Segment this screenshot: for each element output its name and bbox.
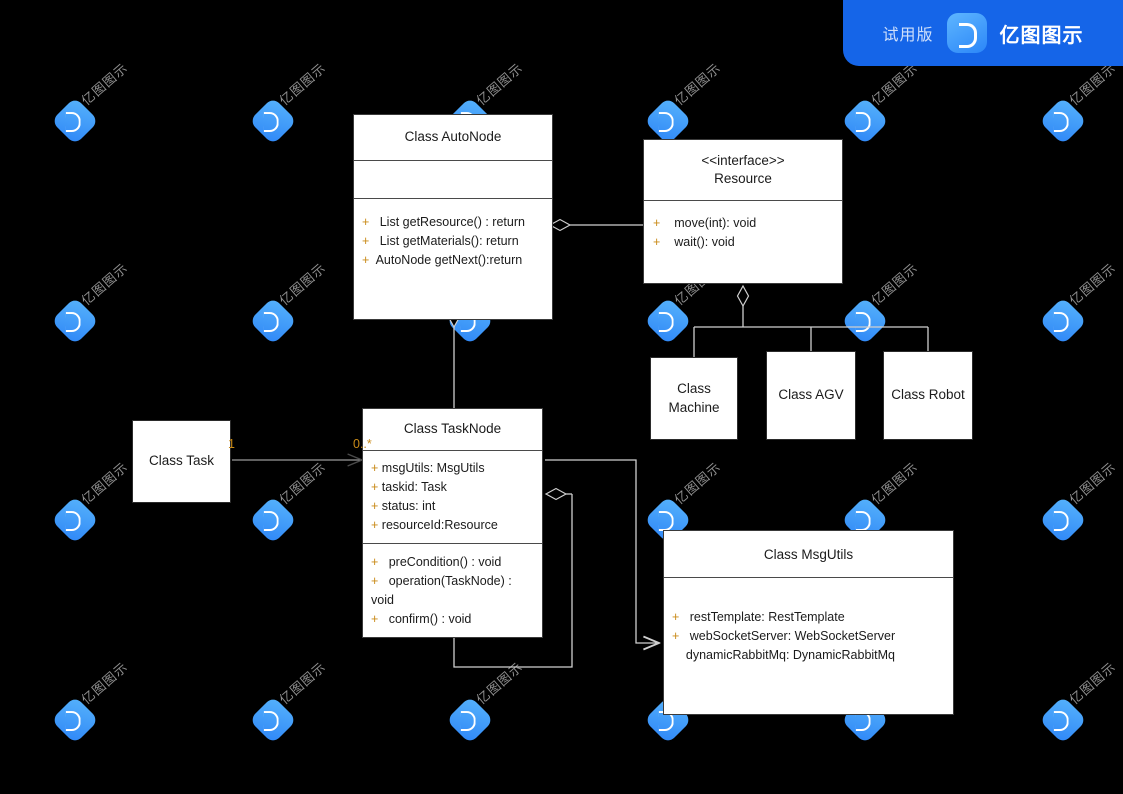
class-box-autonode[interactable]: Class AutoNode + List getResource() : re… bbox=[353, 114, 553, 320]
method-row: + confirm() : void bbox=[371, 612, 472, 627]
compartment-divider bbox=[644, 200, 842, 202]
class-box-msgutils[interactable]: Class MsgUtils + restTemplate: RestTempl… bbox=[663, 530, 954, 715]
class-label-task: Class Task bbox=[148, 453, 215, 469]
method-row: + operation(TaskNode) : bbox=[371, 574, 512, 589]
compartment-divider bbox=[354, 198, 552, 200]
class-title-msgutils: Class MsgUtils bbox=[763, 547, 854, 562]
class-title-autonode: Class AutoNode bbox=[404, 129, 502, 144]
method-row: + move(int): void bbox=[653, 216, 757, 231]
method-row: + AutoNode getNext():return bbox=[362, 253, 523, 268]
class-box-robot[interactable]: Class Robot bbox=[883, 351, 973, 440]
class-stereotype-resource: <<interface>> bbox=[701, 153, 785, 168]
compartment-divider bbox=[354, 160, 552, 162]
class-title-tasknode: Class TaskNode bbox=[403, 421, 502, 436]
methods-autonode: + List getResource() : return + List get… bbox=[354, 199, 552, 270]
class-box-tasknode[interactable]: Class TaskNode + msgUtils: MsgUtils + ta… bbox=[362, 408, 543, 638]
method-row: + wait(): void bbox=[653, 235, 735, 250]
class-label-robot: Class Robot bbox=[891, 387, 965, 403]
class-title-resource: Resource bbox=[714, 171, 772, 187]
method-row: + List getMaterials(): return bbox=[362, 234, 519, 249]
attribute-row: + msgUtils: MsgUtils bbox=[371, 461, 485, 476]
trial-label: 试用版 bbox=[882, 25, 934, 44]
class-label-machine: Class Machine bbox=[668, 380, 720, 415]
multiplicity-tasknode-target: 0..* bbox=[353, 437, 372, 451]
attribute-row-continuation: dynamicRabbitMq: DynamicRabbitMq bbox=[685, 648, 896, 663]
class-label-agv: Class AGV bbox=[778, 387, 844, 403]
compartment-divider bbox=[363, 450, 542, 452]
attribute-row: + webSocketServer: WebSocketServer bbox=[672, 629, 896, 644]
attribute-row: + taskid: Task bbox=[371, 480, 447, 495]
attribute-row: + resourceId:Resource bbox=[371, 518, 498, 533]
trial-version-badge[interactable]: 试用版 亿图图示 bbox=[843, 0, 1123, 66]
compartment-divider bbox=[664, 577, 953, 579]
attributes-autonode bbox=[354, 161, 552, 198]
attribute-row: + restTemplate: RestTemplate bbox=[672, 610, 845, 625]
method-row: + preCondition() : void bbox=[371, 555, 502, 570]
method-row-continuation: void bbox=[371, 593, 394, 608]
brand-label: 亿图图示 bbox=[999, 22, 1084, 47]
class-box-agv[interactable]: Class AGV bbox=[766, 351, 856, 440]
methods-resource: + move(int): void + wait(): void bbox=[644, 201, 842, 252]
multiplicity-task-source: 1 bbox=[228, 437, 235, 451]
class-box-machine[interactable]: Class Machine bbox=[650, 357, 738, 440]
attributes-tasknode: + msgUtils: MsgUtils + taskid: Task + st… bbox=[363, 451, 542, 535]
class-box-task[interactable]: Class Task bbox=[132, 420, 231, 503]
class-box-resource[interactable]: <<interface>> Resource + move(int): void… bbox=[643, 139, 843, 284]
attribute-row: + status: int bbox=[371, 499, 436, 514]
edraw-logo-icon bbox=[946, 13, 987, 53]
method-row: + List getResource() : return bbox=[362, 215, 525, 230]
methods-tasknode: + preCondition() : void + operation(Task… bbox=[363, 544, 542, 629]
attributes-msgutils: + restTemplate: RestTemplate + webSocket… bbox=[664, 578, 953, 665]
